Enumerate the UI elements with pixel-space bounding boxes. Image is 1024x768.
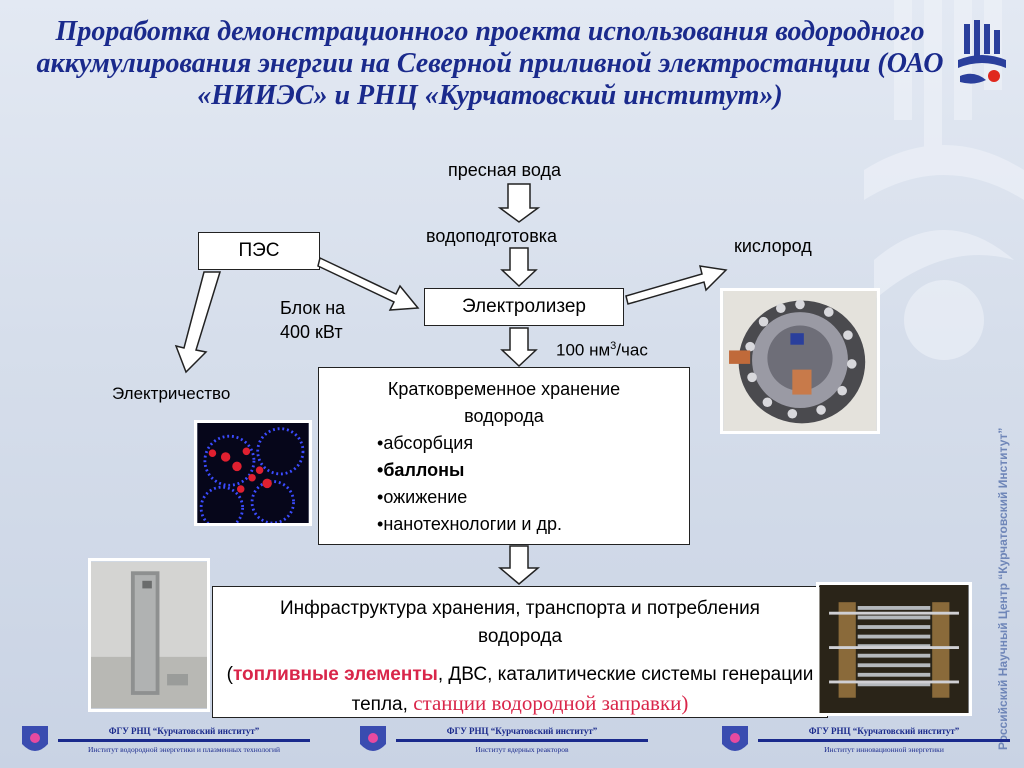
flow-sup: 3	[610, 340, 617, 352]
fresh-water-label: пресная вода	[448, 160, 561, 180]
storage-item-nanotech: нанотехнологии и др.	[377, 511, 689, 538]
kurchatov-logo-icon	[722, 726, 748, 751]
flow-value: 100 нм	[556, 340, 611, 360]
refuel-stations-text: станции водородной заправки)	[413, 691, 689, 715]
infra-heading: Инфраструктура хранения, транспорта и по…	[280, 598, 760, 647]
electrolyzer-photo	[720, 288, 880, 434]
block-power-label: 400 кВт	[280, 322, 343, 342]
kurchatov-logo-icon	[22, 726, 48, 751]
storage-item-cylinders: баллоны	[377, 457, 689, 484]
arrow-water-down-2	[500, 247, 538, 288]
infra-open-paren: (	[226, 664, 233, 685]
electrolyzer-box: Электролизер	[424, 288, 624, 326]
footer-institute: Институт инновационной энергетики	[824, 745, 944, 754]
footer-org: ФГУ РНЦ “Курчатовский институт”	[446, 726, 598, 736]
oxygen-label: кислород	[734, 236, 812, 256]
footer-divider	[758, 739, 1010, 742]
fuel-cell-stack-photo	[816, 582, 972, 716]
footer-org: ФГУ РНЦ “Курчатовский институт”	[808, 726, 960, 736]
footer-institute: Институт ядерных реакторов	[475, 745, 569, 754]
infra-middle-text: , ДВС, каталитические системы генерации …	[351, 664, 814, 715]
side-org-text: Российский Научный Центр “Курчатовский И…	[996, 427, 1010, 750]
arrow-electricity	[174, 271, 222, 374]
nanostructure-photo	[194, 420, 312, 526]
kurchatov-logo-icon	[958, 20, 1006, 84]
storage-item-absorption: абсорбция	[377, 430, 689, 457]
block-label-line1: Блок на	[280, 298, 346, 318]
arrow-oxygen	[625, 265, 728, 305]
background-emblem-icon	[864, 0, 1024, 360]
pes-box: ПЭС	[198, 232, 320, 270]
hydride-tank-photo	[88, 558, 210, 712]
storage-box: Кратковременное хранение водорода абсорб…	[318, 367, 690, 545]
water-treatment-label: водоподготовка	[426, 226, 558, 246]
flow-unit: /час	[616, 340, 648, 360]
storage-heading: Кратковременное хранение водорода	[387, 379, 621, 426]
fuel-cells-text: топливные элементы	[232, 664, 438, 685]
infra-details: (топливные элементы, ДВС, каталитические…	[213, 661, 827, 719]
infrastructure-box: Инфраструктура хранения, транспорта и по…	[212, 586, 828, 718]
flow-rate-label: 100 нм3/час	[556, 340, 648, 361]
storage-item-liquefaction: ожижение	[377, 484, 689, 511]
footer-org: ФГУ РНЦ “Курчатовский институт”	[108, 726, 260, 736]
storage-list: абсорбция баллоны ожижение нанотехнологи…	[319, 430, 689, 538]
arrow-water-down-1	[497, 183, 541, 223]
footer-divider	[58, 739, 310, 742]
block-label: Блок на 400 кВт	[280, 296, 345, 344]
arrow-to-infra	[497, 545, 541, 585]
electricity-label: Электричество	[112, 384, 231, 403]
arrow-pes-electrolyzer	[317, 256, 420, 311]
page-title: Проработка демонстрационного проекта исп…	[36, 16, 944, 111]
footer-institute: Институт водородной энергетики и плазмен…	[87, 745, 281, 754]
kurchatov-logo-icon	[360, 726, 386, 751]
footer-divider	[396, 739, 648, 742]
arrow-to-storage	[500, 327, 538, 368]
